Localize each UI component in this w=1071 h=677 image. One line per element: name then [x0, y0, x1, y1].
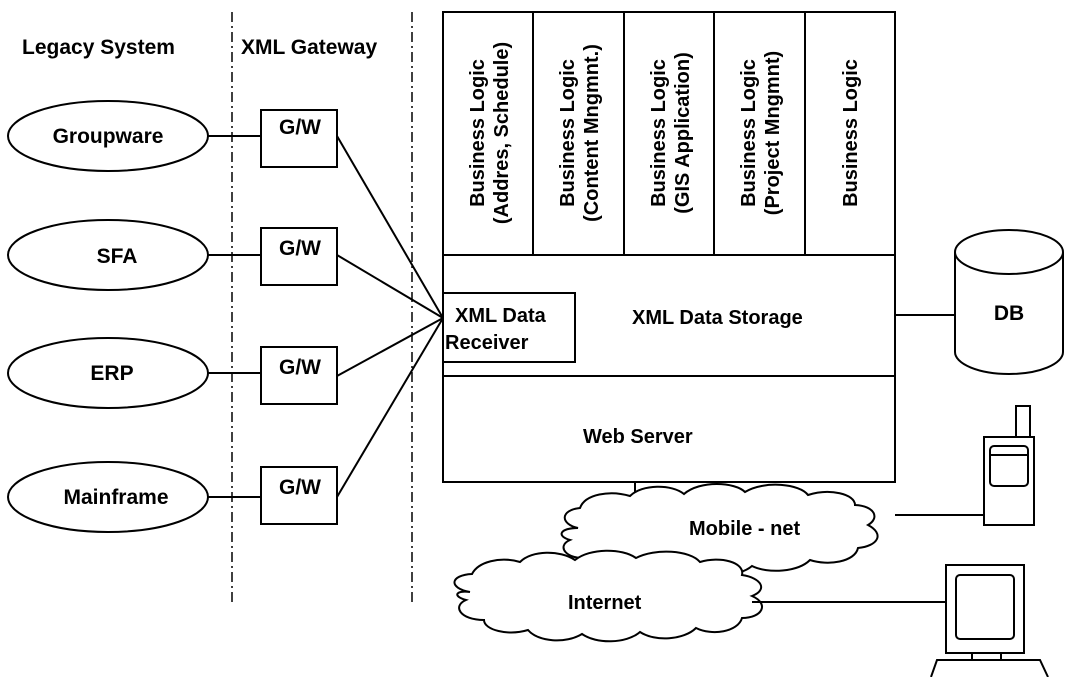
svg-text:G/W: G/W: [279, 116, 321, 139]
svg-text:Business Logic: Business Logic: [840, 59, 862, 207]
svg-text:Business Logic: Business Logic: [557, 59, 579, 207]
xml-data-receiver: XML Data Receiver: [442, 292, 576, 363]
svg-text:Groupware: Groupware: [53, 125, 164, 148]
legacy-groupware: Groupware: [7, 100, 209, 172]
svg-text:(Addres, Schedule): (Addres, Schedule): [491, 42, 513, 224]
gateway-1: G/W: [260, 109, 338, 168]
mobile-net-cloud: Mobile - net: [560, 483, 879, 577]
internet-cloud: Internet: [453, 549, 763, 643]
svg-text:Business Logic: Business Logic: [738, 59, 760, 207]
business-logic-2: Business Logic (Content Mngmnt.): [557, 44, 603, 222]
svg-text:XML Data: XML Data: [455, 305, 547, 327]
svg-text:SFA: SFA: [97, 245, 138, 268]
svg-text:(GIS Application): (GIS Application): [672, 52, 694, 213]
business-logic-5: Business Logic: [840, 59, 862, 207]
svg-text:(Content Mngmnt.): (Content Mngmnt.): [581, 44, 603, 222]
business-logic-4: Business Logic (Project Mngmnt): [738, 51, 784, 215]
connector-gw3-receiver: [336, 317, 444, 377]
legacy-sfa: SFA: [7, 219, 209, 291]
desktop-computer-icon: [752, 564, 1049, 677]
mobile-phone-icon: [895, 405, 1035, 526]
legacy-mainframe: Mainframe: [7, 461, 209, 533]
svg-text:Mobile - net: Mobile - net: [689, 518, 800, 540]
web-server-label: Web Server: [583, 426, 693, 448]
svg-text:Receiver: Receiver: [445, 332, 529, 354]
business-logic-1: Business Logic (Addres, Schedule): [467, 42, 513, 224]
svg-text:Internet: Internet: [568, 592, 642, 614]
connector-gw4-receiver: [336, 317, 444, 498]
legacy-erp: ERP: [7, 337, 209, 409]
gateway-2: G/W: [260, 227, 338, 286]
svg-text:(Project Mngmnt): (Project Mngmnt): [762, 51, 784, 215]
xml-data-storage-label: XML Data Storage: [632, 307, 803, 329]
svg-text:Business Logic: Business Logic: [467, 59, 489, 207]
connector-gw1-receiver: [336, 135, 444, 319]
business-logic-3: Business Logic (GIS Application): [648, 52, 694, 213]
xml-gateway-header: XML Gateway: [241, 36, 377, 59]
legacy-system-header: Legacy System: [22, 36, 175, 59]
svg-text:Mainframe: Mainframe: [63, 486, 168, 509]
gateway-3: G/W: [260, 346, 338, 405]
connector-gw2-receiver: [336, 254, 444, 319]
server-stack: [442, 11, 896, 483]
svg-text:Business Logic: Business Logic: [648, 59, 670, 207]
svg-text:G/W: G/W: [279, 476, 321, 499]
svg-text:G/W: G/W: [279, 356, 321, 379]
gateway-4: G/W: [260, 466, 338, 525]
svg-text:DB: DB: [994, 302, 1024, 325]
db-cylinder: DB: [954, 229, 1064, 375]
svg-text:ERP: ERP: [90, 362, 133, 385]
svg-text:G/W: G/W: [279, 237, 321, 260]
